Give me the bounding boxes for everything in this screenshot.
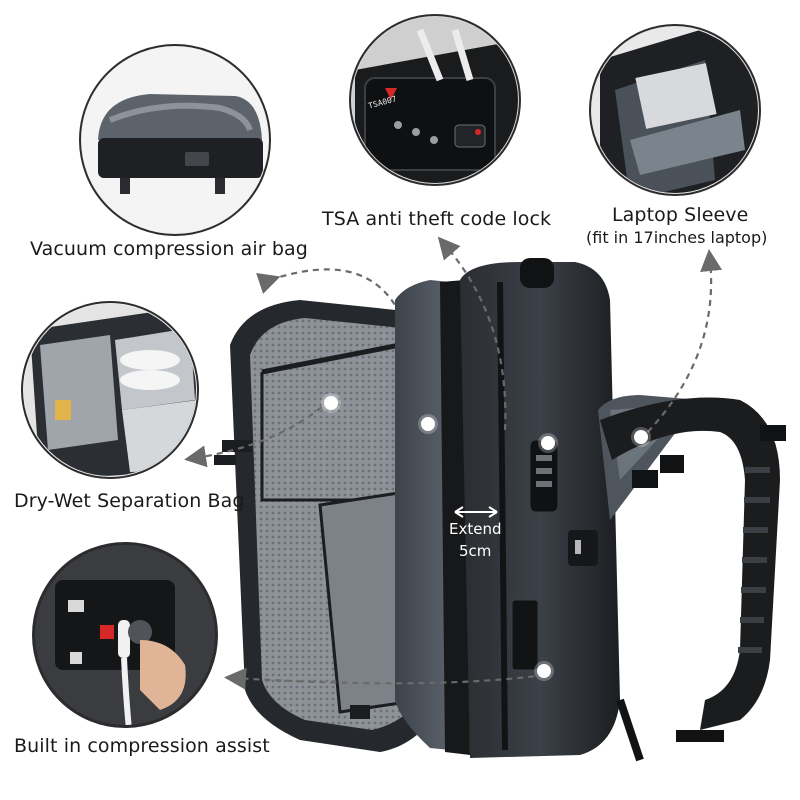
hotspot-dot-icon [324, 396, 338, 410]
detail-compression-assist [32, 542, 218, 728]
label-extend: Extend [449, 520, 502, 538]
detail-dry-wet-bag [21, 301, 199, 479]
hotspot-dot-icon [421, 417, 435, 431]
detail-laptop-sleeve [589, 24, 761, 196]
front-flap [214, 300, 445, 752]
label-tsa-lock: TSA anti theft code lock [322, 208, 552, 230]
shoulder-straps [600, 397, 786, 762]
label-laptop-capacity: (fit in 17inches laptop) [586, 228, 768, 247]
label-dry-wet: Dry-Wet Separation Bag [14, 490, 245, 512]
hotspot-dot-icon [541, 436, 555, 450]
label-extend-amount: 5cm [459, 542, 492, 560]
main-compartment [460, 258, 620, 758]
label-laptop-sleeve: Laptop Sleeve [612, 204, 749, 226]
label-vacuum-compression: Vacuum compression air bag [30, 238, 308, 260]
arrow-dashed-icon [184, 236, 723, 690]
detail-tsa-lock [349, 14, 521, 186]
detail-vacuum-bag [79, 44, 271, 236]
label-compression-assist: Built in compression assist [14, 735, 270, 757]
hotspot-dot-icon [537, 664, 551, 678]
double-arrow-icon [454, 506, 498, 518]
hotspot-dot-icon [634, 430, 648, 444]
